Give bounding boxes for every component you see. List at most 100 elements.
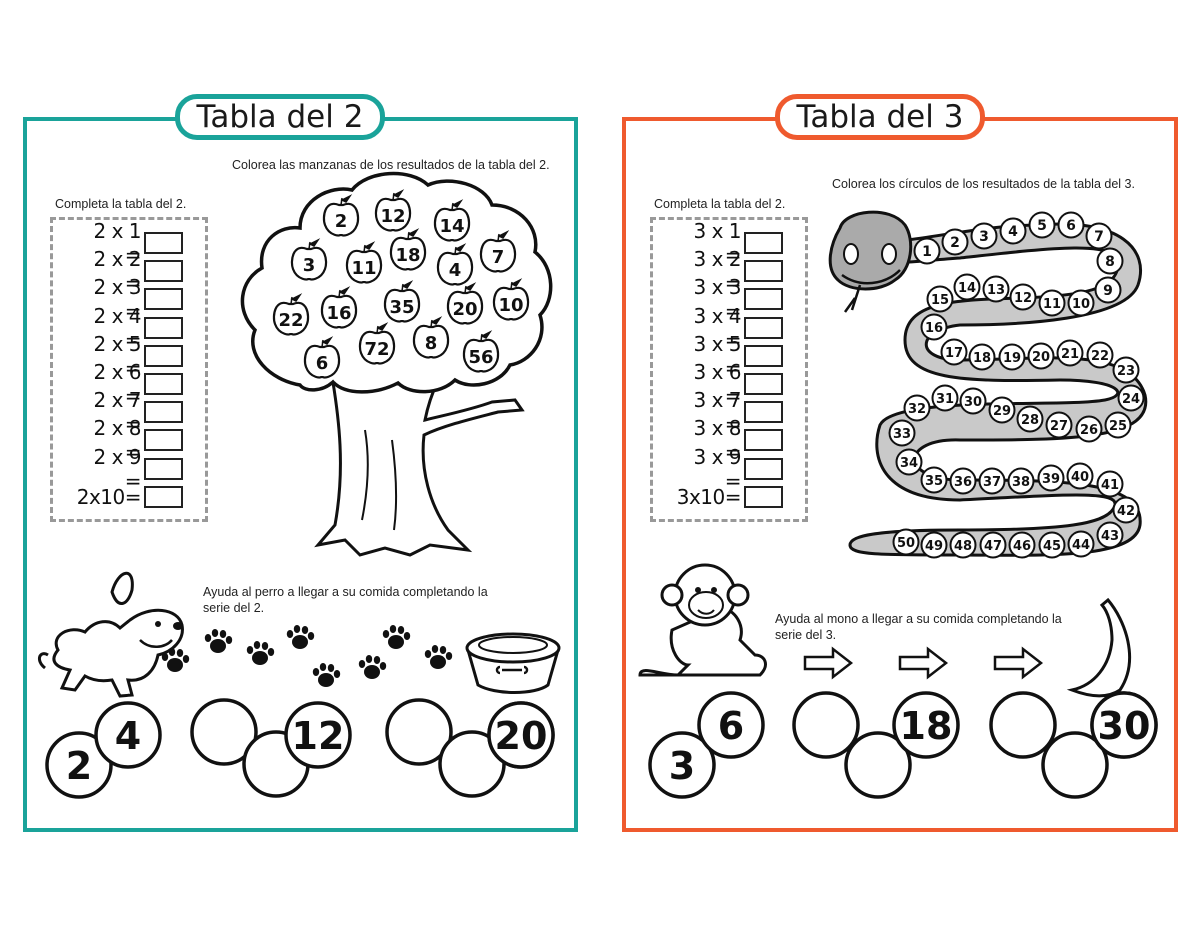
paw-toe [389,625,397,633]
apple-leaf [510,278,523,290]
arrow-icon [993,646,1044,680]
snake-circle-shape [1009,283,1037,311]
snake-number: 14 [958,281,976,296]
series-circle-shape [94,701,162,769]
tree-trunk [314,360,525,557]
snake-number: 50 [897,536,915,551]
equation-label: 3 x 5 = [693,331,742,380]
snake-number-circle: 35 [920,466,948,494]
paw-toe [312,668,320,676]
answer-box[interactable] [144,344,183,367]
apple: 2 [322,194,360,237]
snake-number-circle: 42 [1112,496,1140,524]
series-circle [1041,731,1109,799]
paw-toe [403,632,411,640]
apple: 20 [446,282,484,325]
snake-circle-shape [1027,342,1055,370]
monkey-eye [711,587,717,593]
snake-number: 42 [1117,504,1135,519]
answer-box[interactable] [144,457,183,480]
paw-toe [439,646,447,654]
right-snake-instruction: Colorea los círculos de los resultados d… [832,177,1135,191]
apple-leaf [480,330,493,342]
snake-number: 47 [984,539,1002,554]
answer-box[interactable] [744,373,783,395]
apple-shape [374,197,412,232]
equation-row: 3 x 5 = [675,332,783,380]
answer-box[interactable] [144,260,183,283]
snake-number-circle: 38 [1007,467,1035,495]
apple-number: 8 [425,333,438,354]
answer-box[interactable] [144,373,183,395]
snake-number: 2 [950,235,960,251]
snake-number: 43 [1101,529,1119,544]
answer-box[interactable] [144,401,183,424]
snake-number: 3 [979,229,989,245]
answer-box[interactable] [744,260,783,283]
answer-box[interactable] [744,316,783,339]
answer-box[interactable] [744,344,783,367]
snake-circle-shape [1037,464,1065,492]
snake-circle-shape [1045,411,1073,439]
snake-number-circle: 6 [1057,211,1085,239]
answer-box[interactable] [744,429,783,452]
apple-number: 2 [335,211,348,232]
snake-eye [843,243,859,265]
snake-number: 24 [1122,392,1140,407]
snake-number-circle: 26 [1075,415,1103,443]
apple: 10 [492,278,530,321]
apple-shape [272,301,310,336]
apple: 14 [433,199,471,242]
equation-row: 2 x 3 = [75,275,183,323]
paw-print-icon [358,655,387,679]
apple-leaf [464,282,477,294]
apple-leaf [497,230,510,242]
answer-box[interactable] [744,232,783,254]
apple-shape [345,249,383,284]
equation-row: 3 x 6 = [675,360,783,408]
apple-number: 16 [326,303,351,324]
paw-toe [365,655,373,663]
answer-box[interactable] [144,316,183,339]
equation-row: 3 x 1 = [675,219,783,267]
answer-box[interactable] [744,401,783,424]
answer-box[interactable] [144,485,183,508]
apple-leaf [407,228,420,240]
paw-toe [382,630,390,638]
series-number: 6 [718,704,744,748]
answer-box[interactable] [744,485,783,508]
snake-number-circle: 1 [913,237,941,265]
paw-pad [292,635,308,649]
snake-number-circle: 10 [1067,289,1095,317]
snake-number-circle: 36 [949,467,977,495]
snake-number-circle: 15 [926,285,954,313]
right-title: Tabla del 3 [775,94,985,140]
series-circle [792,691,860,759]
series-circle: 20 [487,701,555,769]
snake-number: 26 [1080,423,1098,438]
apple: 18 [389,228,427,271]
snake-circle-shape [979,531,1007,559]
apple-number: 12 [380,206,405,227]
snake-number: 19 [1003,351,1021,366]
snake-number-circle: 37 [978,467,1006,495]
answer-box[interactable] [144,429,183,452]
series-number: 4 [115,714,141,758]
bowl-food [478,636,548,654]
apple-leaf [451,199,464,211]
snake-number-circle: 40 [1066,462,1094,490]
snake-number-circle: 46 [1008,531,1036,559]
apple-leaf [376,322,389,334]
answer-box[interactable] [144,288,183,311]
answer-box[interactable] [144,232,183,254]
snake-circle-shape [953,273,981,301]
snake-circle-shape [1038,531,1066,559]
paw-toe [211,629,219,637]
snake-number: 39 [1042,472,1060,487]
answer-box[interactable] [744,288,783,311]
snake-circle-shape [982,275,1010,303]
answer-box[interactable] [744,457,783,480]
apple: 12 [374,189,412,232]
paw-pad [210,639,226,653]
